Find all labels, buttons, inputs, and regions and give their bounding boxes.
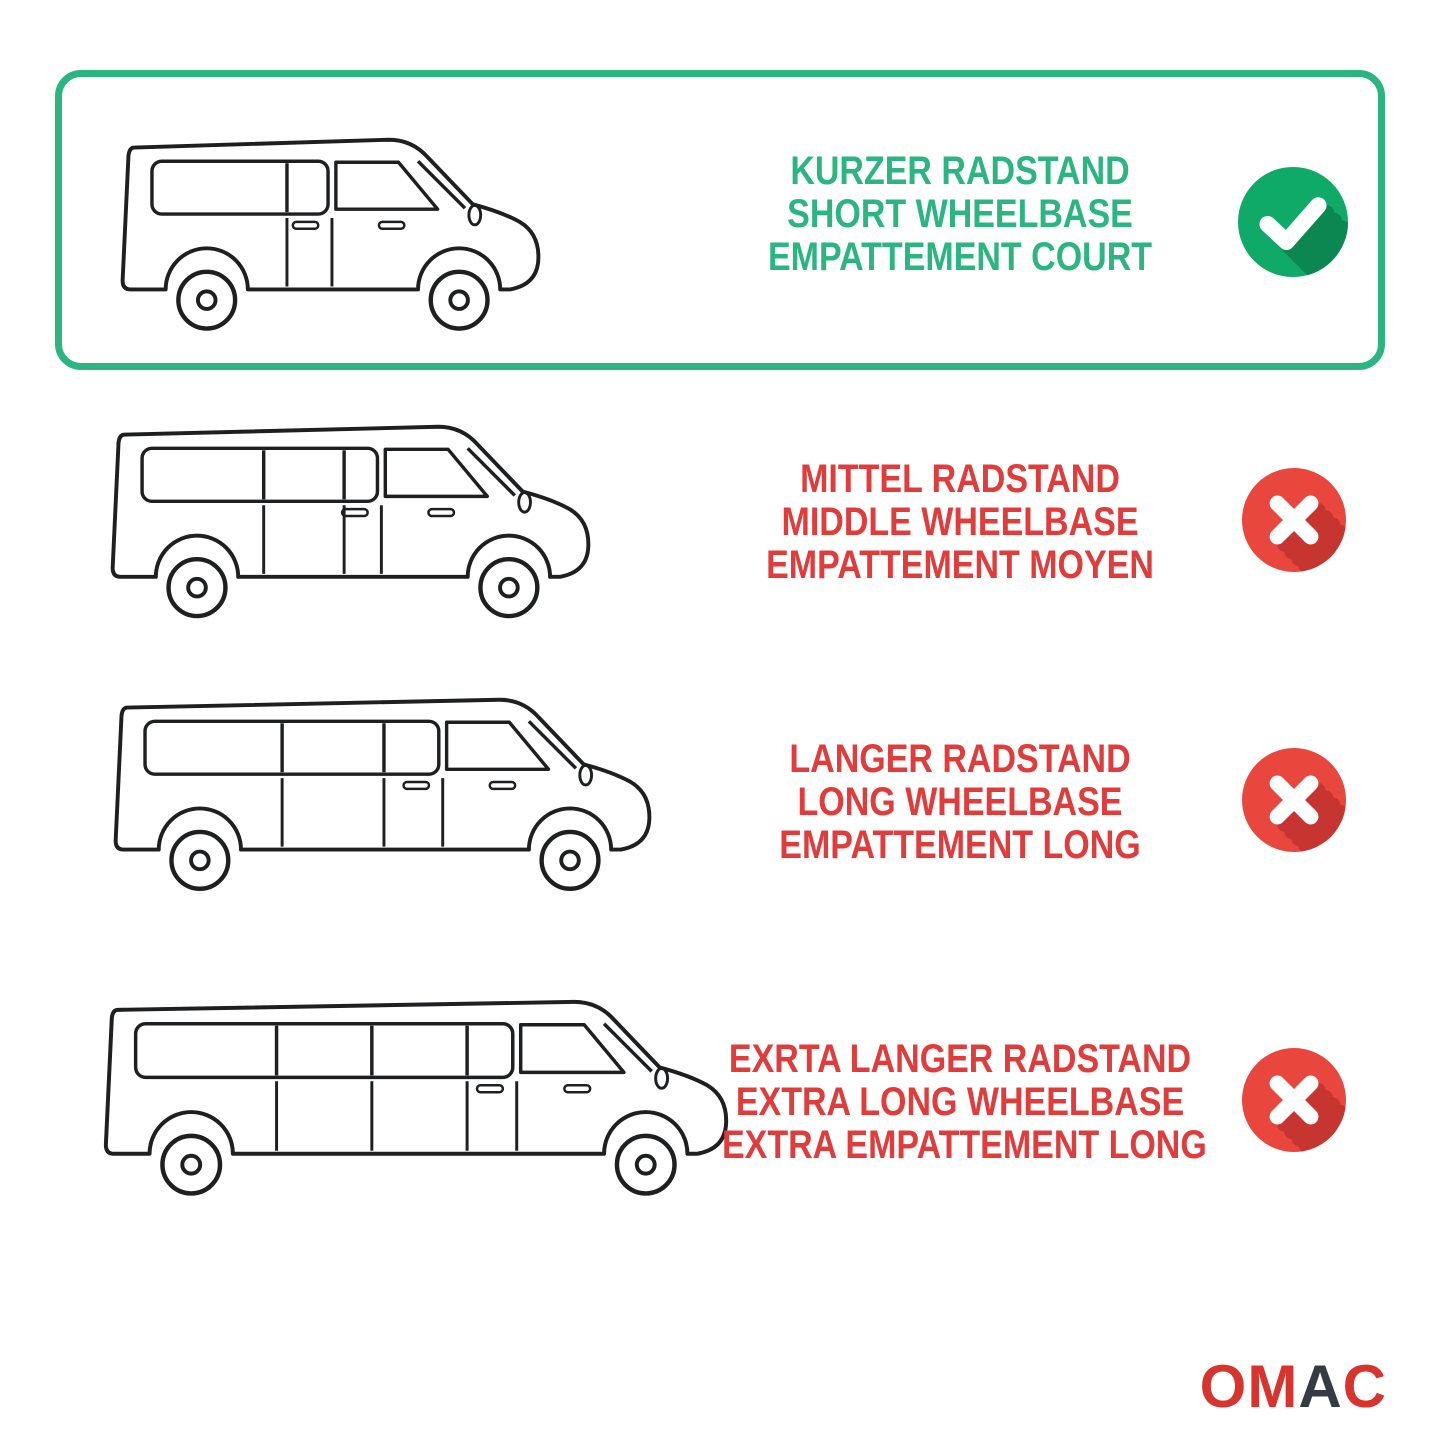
option-label-extra-long: EXRTA LANGER RADSTAND EXTRA LONG WHEELBA…: [680, 1038, 1240, 1167]
omac-logo: OMAC: [1200, 1352, 1387, 1421]
label-line-fr: EMPATTEMENT MOYEN: [766, 543, 1154, 587]
selected-option-border: [55, 70, 1385, 370]
label-line-en: LONG WHEELBASE: [797, 780, 1123, 824]
logo-letter-c: C: [1342, 1353, 1387, 1420]
label-line-de: MITTEL RADSTAND: [800, 457, 1120, 501]
van-long-wheelbase-illustration: [98, 688, 666, 900]
van-extra-long-wheelbase-illustration: [88, 990, 743, 1204]
label-line-fr: EMPATTEMENT LONG: [779, 823, 1141, 867]
label-line-fr: EXTRA EMPATTEMENT LONG: [722, 1123, 1207, 1167]
label-line-de: LANGER RADSTAND: [789, 737, 1131, 781]
logo-letters-om: OM: [1199, 1353, 1299, 1420]
label-line-de: EXRTA LANGER RADSTAND: [728, 1037, 1192, 1081]
cross-icon: [1242, 1048, 1346, 1152]
van-middle-wheelbase-illustration: [95, 415, 605, 627]
label-line-en: MIDDLE WHEELBASE: [781, 500, 1139, 544]
van-short-wheelbase-illustration: [105, 128, 555, 339]
label-line-fr: EMPATTEMENT COURT: [767, 235, 1153, 279]
logo-letter-a: A: [1298, 1353, 1343, 1420]
option-label-short: KURZER RADSTAND SHORT WHEELBASE EMPATTEM…: [690, 150, 1230, 279]
label-line-de: KURZER RADSTAND: [790, 149, 1130, 193]
cross-icon: [1242, 468, 1346, 572]
cross-icon: [1242, 748, 1346, 852]
option-label-middle: MITTEL RADSTAND MIDDLE WHEELBASE EMPATTE…: [690, 458, 1230, 587]
label-line-en: SHORT WHEELBASE: [787, 192, 1133, 236]
label-line-en: EXTRA LONG WHEELBASE: [735, 1080, 1185, 1124]
check-icon: [1238, 167, 1348, 277]
option-label-long: LANGER RADSTAND LONG WHEELBASE EMPATTEME…: [690, 738, 1230, 867]
